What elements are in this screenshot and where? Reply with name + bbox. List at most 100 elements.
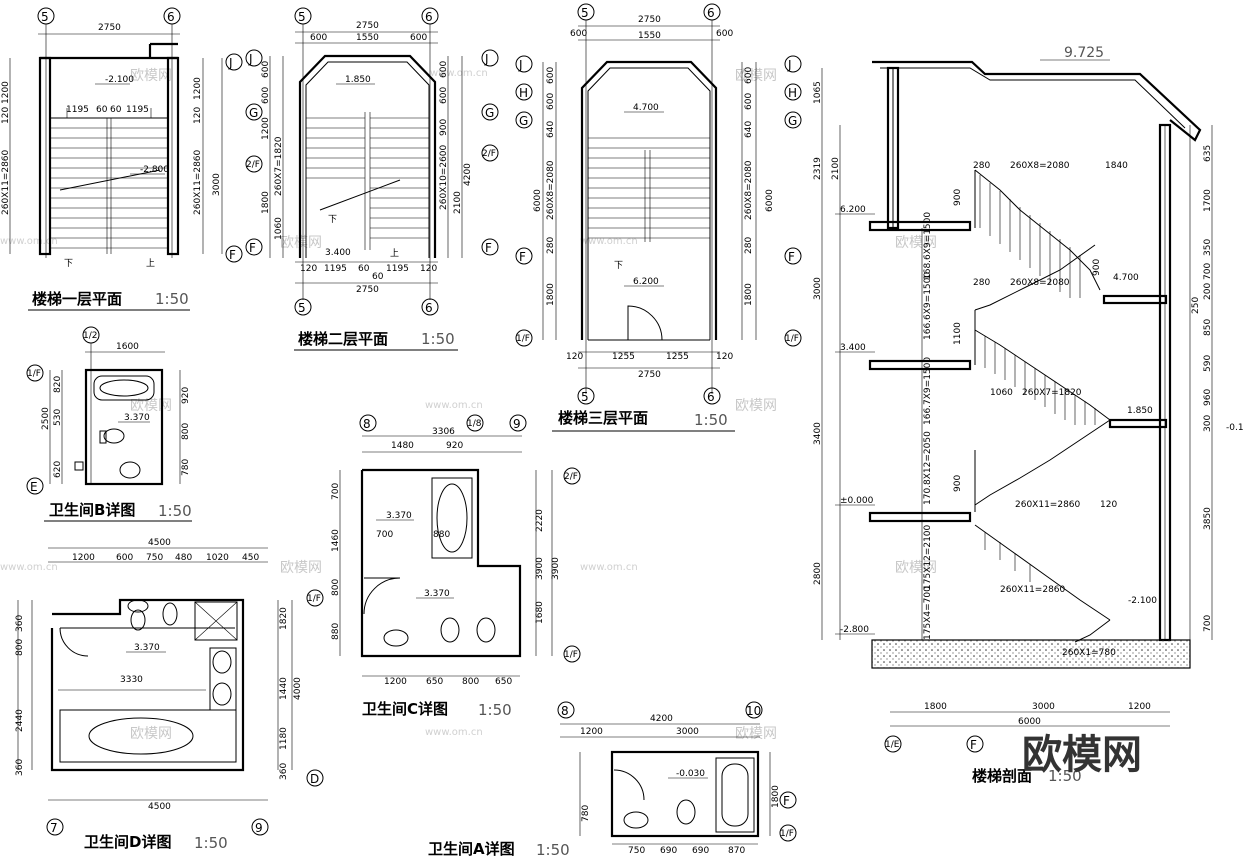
dim-text: 260X11=2860: [1015, 500, 1081, 510]
dim-text: 880: [331, 623, 341, 640]
door-swing: [613, 769, 645, 801]
dim-text: 175X12=2100: [923, 524, 933, 590]
dim-text: 260X8=2080: [1010, 278, 1070, 288]
dim-text: 280: [973, 278, 990, 288]
dim-text: 800: [181, 423, 191, 440]
drawing-scale: 1:50: [478, 701, 512, 719]
dim-text: 1200: [580, 727, 603, 737]
axis-label: 8: [363, 417, 371, 431]
dim-text: 280: [973, 161, 990, 171]
dim-text: 1180: [279, 727, 289, 750]
watermark-site: www.om.cn: [430, 68, 488, 79]
dim-text: 120: [566, 352, 583, 362]
dim-text: 1480: [391, 441, 414, 451]
dim-text: 260X7=1820: [274, 136, 284, 196]
drawing-scale: 1:50: [155, 290, 189, 308]
dim-text: 640: [546, 121, 556, 138]
dim-text: 170.8X12=2050: [923, 431, 933, 505]
dim-text: 690: [692, 846, 709, 856]
axis-label: 1/E: [885, 740, 900, 750]
stair-direction-label: 下: [328, 215, 337, 225]
dim-text: 1065: [813, 81, 823, 104]
drawing-scale: 1:50: [158, 502, 192, 520]
elevation-label: 9.725: [1064, 45, 1104, 61]
dim-text: 920: [181, 387, 191, 404]
dim-text: 800: [331, 579, 341, 596]
elevation-label: -2.800: [840, 625, 869, 635]
bathroom-b-detail: 1/2 1600 3.370 2500 820 530 620 920 800 …: [26, 326, 192, 522]
axis-label: 2/F: [246, 160, 260, 170]
dim-text: 600: [716, 29, 733, 39]
dim-text: 1200: [1128, 702, 1151, 712]
dim-text: 600: [546, 67, 556, 84]
dim-text: 120: [420, 264, 437, 274]
dim-text: 3000: [813, 277, 823, 300]
axis-label: G: [519, 114, 528, 128]
dim-text: 300: [1203, 415, 1213, 432]
axis-label: 1/F: [785, 334, 799, 344]
dim-text: 600: [116, 553, 133, 563]
dim-text: 1200: [193, 77, 203, 100]
axis-label: 1/F: [564, 650, 578, 660]
dim-text: 1680: [535, 601, 545, 624]
bathroom-a-detail: 8 10 4200 1200 3000 -0.030 780 1800 F 1/…: [428, 701, 797, 856]
dim-text: 850: [1203, 319, 1213, 336]
drawing-scale: 1:50: [694, 411, 728, 429]
axis-label: 2/F: [482, 149, 496, 159]
dim-text: 880: [433, 530, 450, 540]
dim-text: 600: [410, 33, 427, 43]
axis-label: 7: [50, 821, 58, 835]
watermark-brand: 欧模网: [735, 398, 777, 414]
watermark-brand: 欧模网: [895, 235, 937, 251]
bathroom-c-detail: 8 1/8 9 3306 1480 920 3.370 700 880 3.37…: [331, 414, 581, 719]
elevation-label: 3.400: [325, 248, 351, 258]
dim-text: 3900: [551, 557, 561, 580]
elevation-label: -2.100: [1128, 596, 1157, 606]
dim-text: 3330: [120, 675, 143, 685]
dim-text: 635: [1203, 145, 1213, 162]
dim-text: 2500: [41, 407, 51, 430]
dim-text: 780: [181, 459, 191, 476]
axis-label: 1/8: [467, 419, 482, 429]
dim-text: 260X10=2600: [439, 144, 449, 210]
dim-text: 260X8=2080: [546, 160, 556, 220]
dim-text: 175X4=700: [923, 586, 933, 640]
dim-text: 1200: [384, 677, 407, 687]
elevation-label: -2.100: [105, 75, 134, 85]
dim-text: 1800: [744, 283, 754, 306]
axis-label: 5: [298, 301, 306, 315]
dim-text: 1255: [666, 352, 689, 362]
watermark-site: www.om.cn: [580, 236, 638, 247]
dim-text: 360: [279, 763, 289, 780]
dim-text: 900: [953, 189, 963, 206]
dim-text: 4500: [148, 538, 171, 548]
dim-text: 166.6X9=1500: [923, 272, 933, 340]
dim-text: 3000: [212, 173, 222, 196]
axis-label: J: [787, 58, 792, 72]
dim-text: 1800: [924, 702, 947, 712]
axis-label: 5: [581, 390, 589, 404]
dim-text: 690: [660, 846, 677, 856]
dim-text: 600: [744, 67, 754, 84]
dim-text: 2100: [831, 157, 841, 180]
stair-floor1-plan: 5 6 2750 1195 60 60 1195 -: [1, 7, 243, 311]
drawing-scale: 1:50: [536, 841, 570, 856]
axis-label: 6: [707, 390, 715, 404]
axis-label: 9: [255, 821, 263, 835]
dim-text: 260X11=2860: [1, 149, 11, 215]
watermark-brand: 欧模网: [280, 560, 322, 576]
door-swing: [59, 627, 89, 657]
dim-text: 120: [1, 107, 11, 124]
axis-label: 9: [513, 417, 521, 431]
axis-label: F: [229, 248, 236, 262]
axis-label: 1/F: [27, 369, 41, 379]
axis-label: G: [485, 106, 494, 120]
axis-label: 6: [707, 6, 715, 20]
dim-text: 120: [300, 264, 317, 274]
drawing-title: 卫生间B详图: [49, 501, 135, 519]
watermark-site: www.om.cn: [0, 562, 58, 573]
drawing-title: 卫生间C详图: [362, 700, 448, 718]
axis-label: 1/F: [516, 334, 530, 344]
watermark-site: www.om.cn: [0, 236, 58, 247]
